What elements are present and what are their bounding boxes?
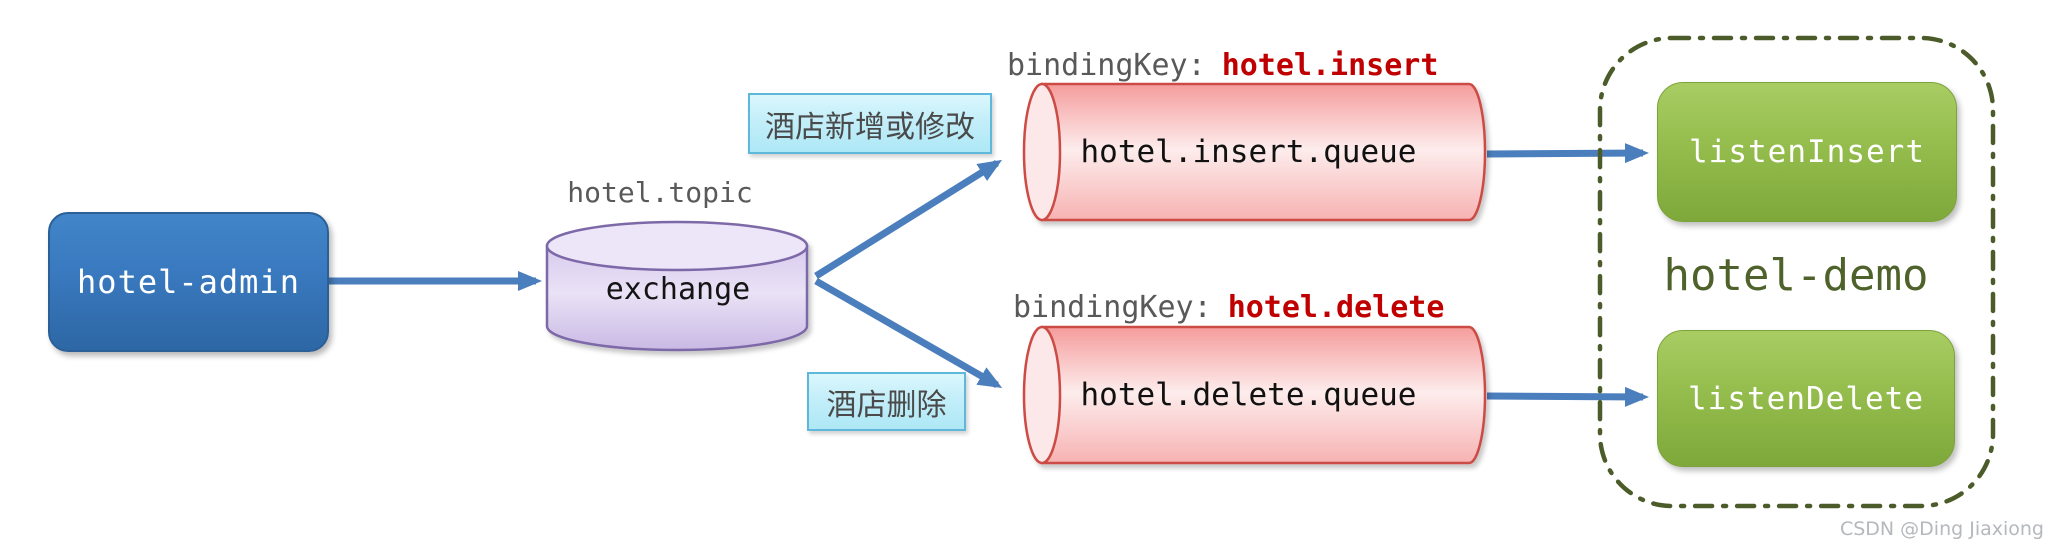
arrow-insert-queue-to-listener	[1486, 143, 1649, 164]
binding-prefix: bindingKey:	[1013, 290, 1212, 325]
delete-route-note: 酒店删除	[807, 372, 966, 431]
producer-box: hotel-admin	[48, 212, 329, 352]
binding-key-insert: bindingKey: hotel.insert	[1007, 48, 1438, 83]
arrow-delete-queue-to-listener	[1486, 386, 1649, 407]
exchange-cylinder	[545, 220, 809, 352]
delete-queue-name: hotel.delete.queue	[1080, 377, 1417, 413]
insert-route-note: 酒店新增或修改	[748, 93, 992, 154]
insert-queue-cylinder	[1022, 82, 1487, 222]
arrow-exchange-to-insert-queue	[814, 159, 1003, 279]
consumer-group-label: hotel-demo	[1663, 250, 1929, 301]
watermark-text: CSDN @Ding Jiaxiong	[1839, 518, 2044, 540]
delete-queue-cylinder	[1022, 325, 1487, 465]
listener-delete-box: listenDelete	[1657, 330, 1955, 467]
insert-route-note-text: 酒店新增或修改	[765, 109, 975, 145]
consumer-group-border	[1597, 35, 1996, 509]
binding-key-delete: bindingKey: hotel.delete	[1013, 290, 1444, 325]
binding-prefix: bindingKey:	[1007, 48, 1206, 83]
listener-delete-label: listenDelete	[1688, 380, 1924, 417]
binding-key-value: hotel.delete	[1227, 290, 1445, 325]
exchange-name-label: hotel.topic	[567, 176, 753, 209]
binding-key-value: hotel.insert	[1221, 48, 1439, 83]
listener-insert-label: listenInsert	[1689, 134, 1925, 170]
producer-label: hotel-admin	[77, 263, 300, 301]
exchange-label: exchange	[605, 272, 751, 307]
delete-route-note-text: 酒店删除	[826, 387, 947, 423]
listener-insert-box: listenInsert	[1657, 82, 1957, 222]
insert-queue-name: hotel.insert.queue	[1080, 134, 1417, 170]
arrow-exchange-to-delete-queue	[814, 277, 1003, 389]
